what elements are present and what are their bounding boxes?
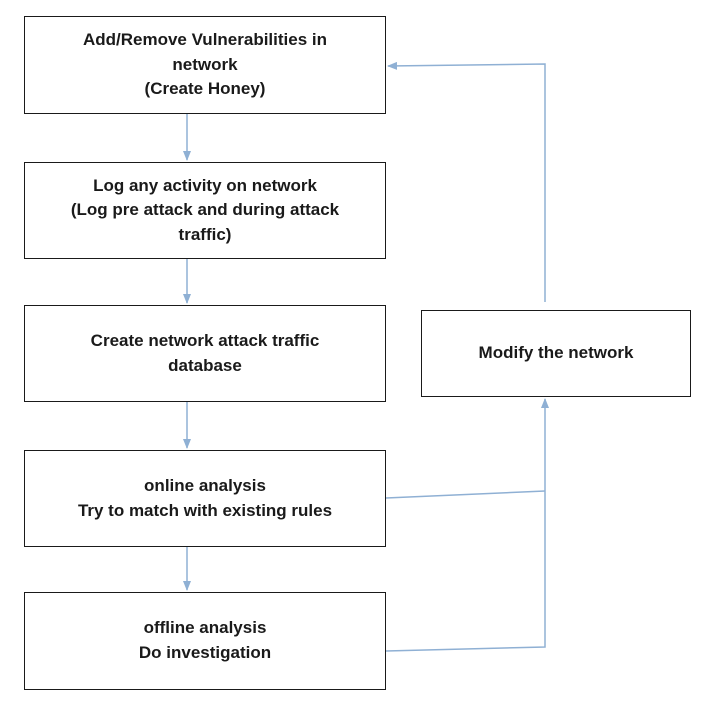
box-text-line: (Create Honey) [144,79,266,99]
box-text-line: offline analysis [143,618,267,638]
box-text-line: database [168,355,242,375]
box-add-remove-vulnerabilities: Add/Remove Vulnerabilities in network (C… [24,16,386,114]
box-text-line: network [172,54,238,74]
box-text-line: Do investigation [138,643,272,662]
box-online-analysis: online analysis Try to match with existi… [24,450,386,547]
box-text-line: traffic) [178,224,232,244]
box-text-line: Create network attack traffic [90,330,320,350]
line-offline-to-feedback [385,491,546,652]
box-log-activity: Log any activity on network (Log pre att… [24,162,386,259]
box-text-line: Add/Remove Vulnerabilities in [82,30,328,50]
line-online-to-feedback [385,490,546,499]
box-create-database: Create network attack traffic database [24,305,386,402]
box-offline-analysis: offline analysis Do investigation [24,592,386,690]
box-text-line: Log any activity on network [93,175,317,195]
box-text-line: Try to match with existing rules [77,500,333,520]
box-modify-network: Modify the network [421,310,691,397]
arrow-modify-to-box1 [387,61,546,302]
box-text-line: Modify the network [478,343,634,363]
box-text-line: (Log pre attack and during attack [70,200,340,220]
box-text-line: online analysis [144,475,266,495]
